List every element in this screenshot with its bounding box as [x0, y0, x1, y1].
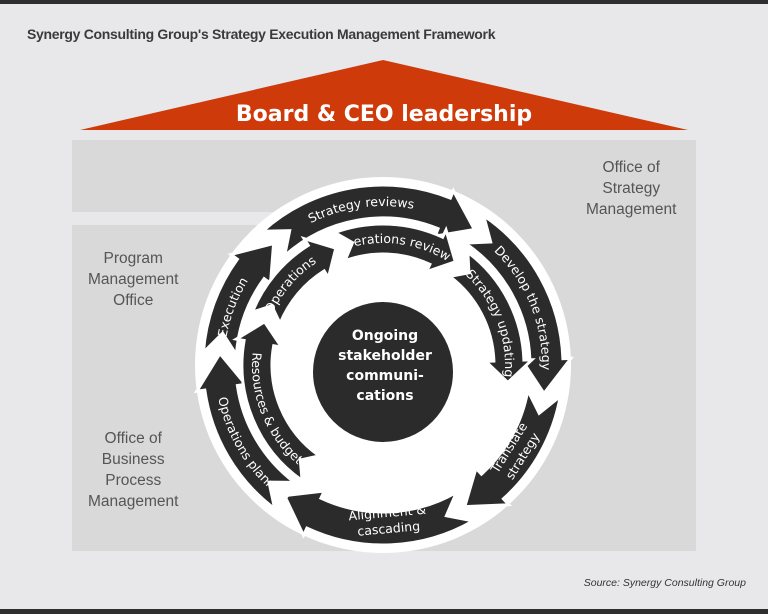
inner-cycle-arrow [331, 222, 458, 275]
program-management-office: Program Management Office [88, 248, 178, 311]
figure-title: Synergy Consulting Group's Strategy Exec… [27, 26, 496, 42]
office-line: Office [113, 292, 154, 309]
office-line: Business [101, 451, 165, 468]
source-note: Source: Synergy Consulting Group [583, 577, 746, 589]
office-business-process-management: Office of Business Process Management [88, 428, 178, 512]
office-line: Process [105, 472, 162, 489]
office-line: Office of [104, 430, 162, 447]
office-line: Office of [602, 159, 660, 176]
roof-label: Board & CEO leadership [236, 102, 532, 127]
inner-cycle-arrow [446, 249, 536, 385]
inner-cycle-arrow [249, 236, 338, 328]
outer-cycle-arrow [258, 183, 477, 260]
office-line: Management [586, 201, 677, 218]
outer-cycle-arrow [462, 385, 563, 509]
office-line: Management [88, 493, 179, 510]
outer-cycle-arrow [460, 212, 575, 396]
bottom-bar [0, 609, 768, 614]
office-line: Management [88, 271, 179, 288]
inner-cycle-arrow [232, 319, 323, 484]
office-line: Strategy [602, 180, 661, 197]
center-circle [313, 302, 453, 442]
alignment-cascading-label: Alignment &cascading [348, 502, 428, 540]
office-line: Program [103, 250, 163, 267]
office-strategy-management: Office of Strategy Management [586, 157, 676, 220]
roof [80, 60, 688, 130]
outer-cycle-arrow [193, 351, 300, 513]
outer-cycle-arrow [282, 488, 478, 547]
top-bar [0, 0, 768, 4]
